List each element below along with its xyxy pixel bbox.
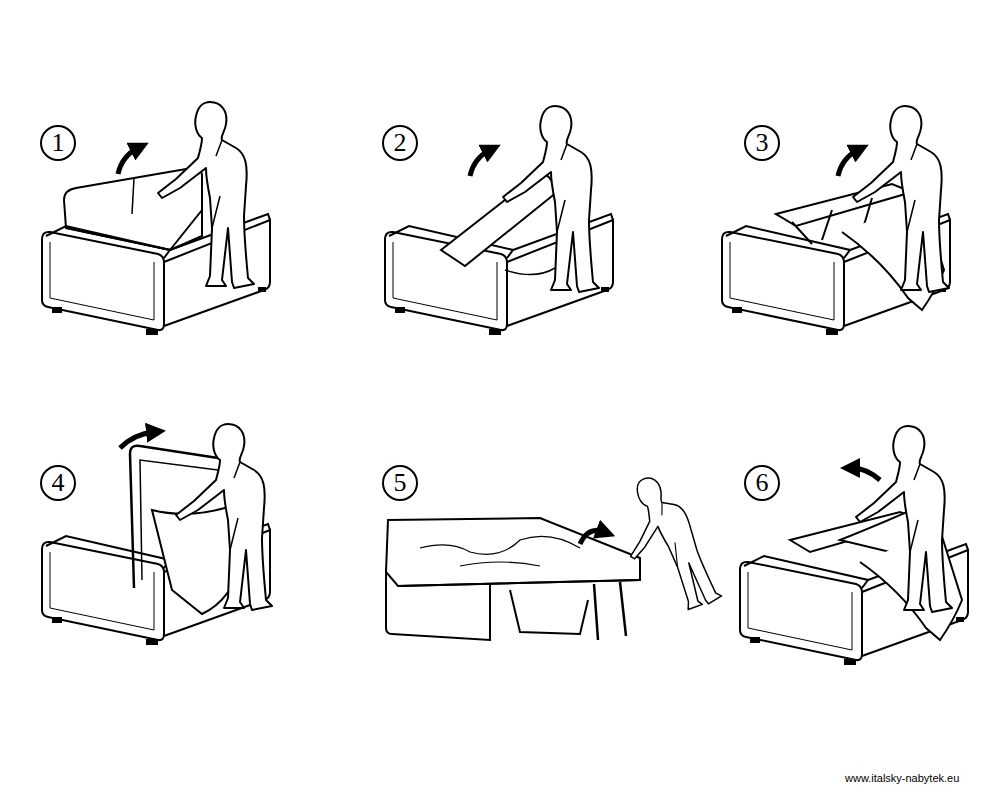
mattress-crease bbox=[420, 536, 580, 566]
step-1-picture bbox=[41, 102, 270, 335]
callout-number: 4 bbox=[41, 466, 75, 500]
person bbox=[158, 102, 254, 288]
person bbox=[176, 424, 272, 610]
bed-leg-frame bbox=[510, 590, 588, 634]
callout-number: 2 bbox=[383, 126, 417, 160]
callout-number: 1 bbox=[41, 126, 75, 160]
step-4-picture bbox=[41, 424, 272, 645]
callout-circle bbox=[41, 126, 75, 160]
callout-circle bbox=[745, 466, 779, 500]
step-2-picture bbox=[383, 106, 613, 335]
motion-arrow bbox=[470, 150, 490, 176]
callout-number: 3 bbox=[745, 126, 779, 160]
callout-circle bbox=[41, 466, 75, 500]
motion-arrow bbox=[838, 150, 858, 176]
motion-arrow bbox=[580, 531, 604, 545]
motion-arrow bbox=[118, 148, 138, 174]
motion-arrow bbox=[852, 468, 880, 480]
person bbox=[853, 106, 949, 292]
person bbox=[607, 468, 722, 624]
mattress bbox=[386, 518, 640, 586]
callout-circle bbox=[745, 126, 779, 160]
step-6-picture bbox=[740, 426, 968, 665]
step-3-picture bbox=[722, 106, 950, 335]
step-5-picture bbox=[383, 466, 723, 640]
callout-number: 6 bbox=[745, 466, 779, 500]
watermark: www.italsky-nabytek.eu bbox=[845, 772, 959, 785]
person bbox=[503, 106, 599, 292]
lifted-cushion bbox=[441, 174, 557, 266]
callout-circle bbox=[383, 466, 417, 500]
person bbox=[856, 426, 952, 612]
callout-circle bbox=[383, 126, 417, 160]
motion-arrow bbox=[120, 432, 154, 448]
cushion-seam bbox=[132, 178, 134, 214]
callout-number: 5 bbox=[383, 466, 417, 500]
